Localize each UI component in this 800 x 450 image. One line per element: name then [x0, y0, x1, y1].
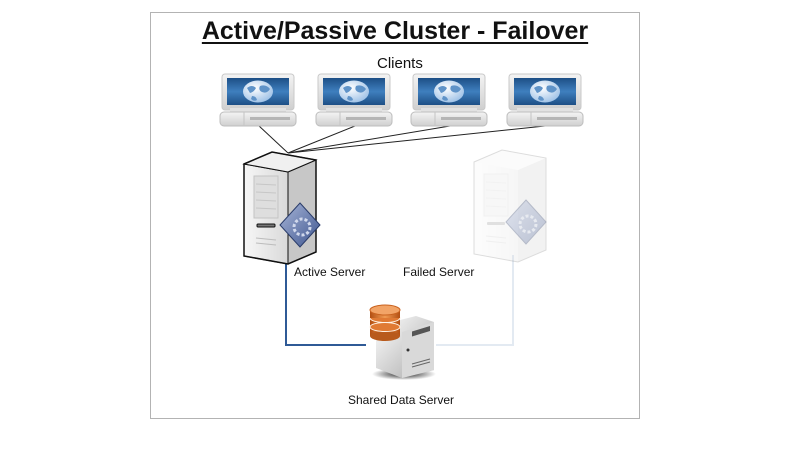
- client-computer-icon: [315, 73, 393, 127]
- failed-server-link: [436, 255, 514, 346]
- client-link-1: [257, 124, 289, 154]
- failed-server-label: Failed Server: [403, 265, 475, 279]
- clients-label: Clients: [377, 55, 423, 72]
- client-computer-icon: [410, 73, 488, 127]
- failed-server-tower-icon: [473, 149, 547, 263]
- client-links: [257, 124, 546, 154]
- diagram-title: Active/Passive Cluster - Failover: [201, 17, 589, 45]
- database-server-icon: [369, 304, 436, 380]
- client-computer-icon: [219, 73, 297, 127]
- client-computer-icon: [506, 73, 584, 127]
- client-link-4: [287, 125, 546, 154]
- active-server-label: Active Server: [294, 265, 366, 279]
- active-server-link: [285, 258, 366, 346]
- client-link-2: [287, 125, 356, 154]
- client-link-3: [287, 125, 451, 154]
- active-server-tower-icon: [243, 151, 317, 265]
- shared-data-server-label: Shared Data Server: [348, 393, 455, 407]
